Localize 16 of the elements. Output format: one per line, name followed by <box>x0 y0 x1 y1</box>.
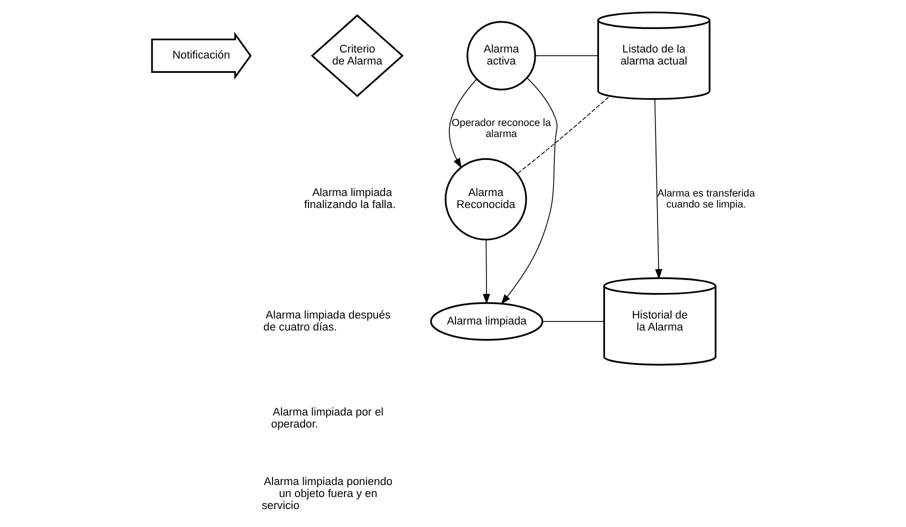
connector <box>516 96 608 174</box>
label: Alarma limpiada poniendo un objeto fuera y en servicio <box>261 476 392 512</box>
label: Alarma limpiada por el operador. <box>270 406 383 430</box>
node-diamond: Criterio de Alarma <box>310 14 404 97</box>
node-circle: Alarma activa <box>466 20 536 90</box>
edge-label: Operador reconoce la alarma <box>451 118 550 140</box>
connector <box>542 320 604 322</box>
label: Alarma limpiada después de cuatro días. <box>262 308 390 333</box>
connector <box>534 54 598 56</box>
edge-label: Alarma es transferida cuando se limpia. <box>656 188 754 210</box>
node-ellipse: Alarma limpiada <box>430 302 543 340</box>
arrow <box>482 238 490 304</box>
label: Alarma limpiada finalizando la falla. <box>304 186 396 211</box>
arrow <box>500 77 557 304</box>
arrow <box>448 78 477 168</box>
arrow <box>654 98 662 279</box>
